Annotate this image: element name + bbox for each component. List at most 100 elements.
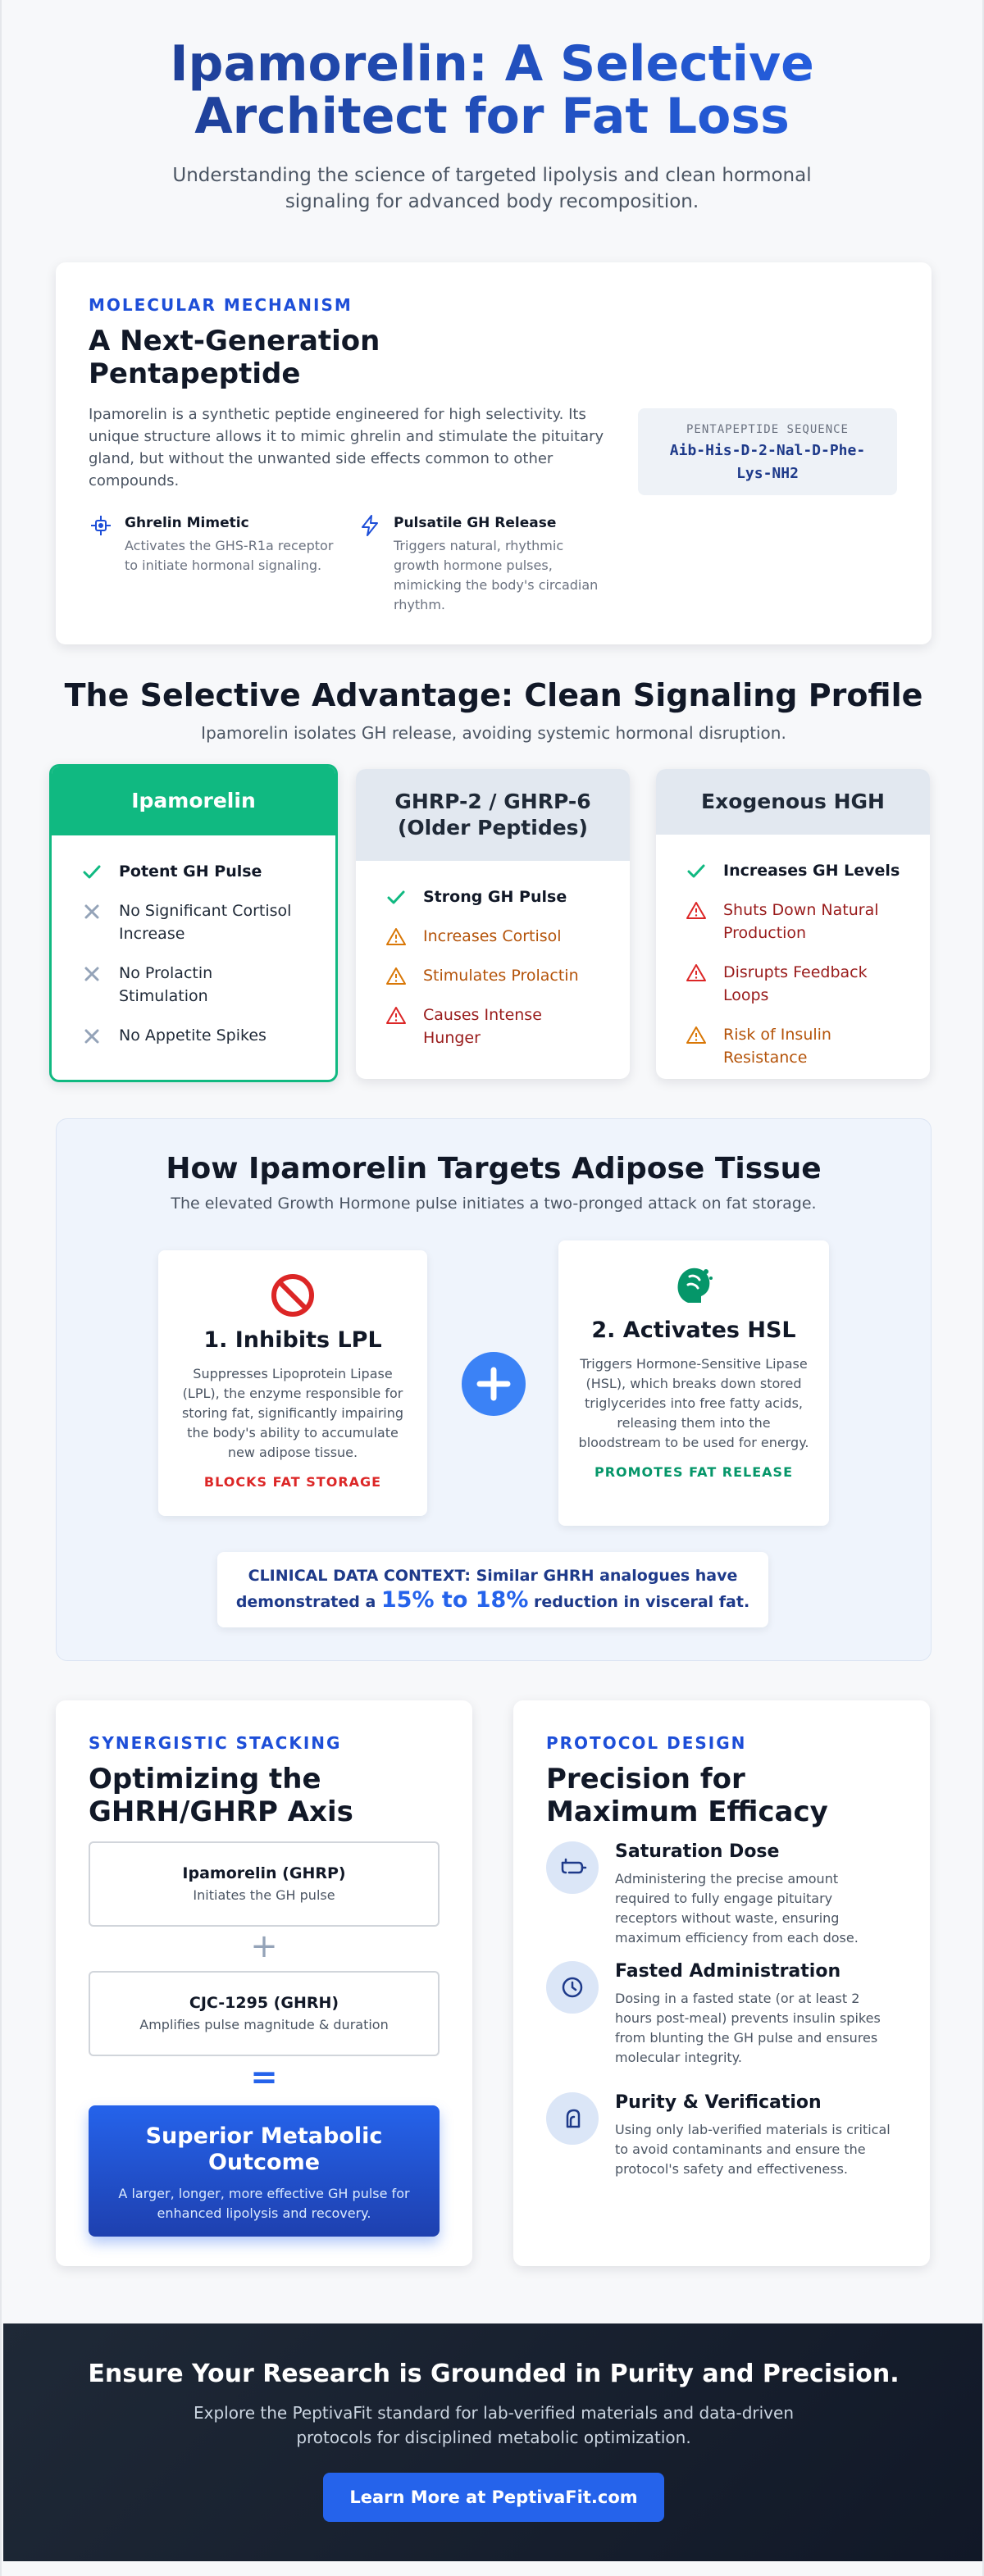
item-text: No Appetite Spikes	[119, 1026, 266, 1045]
item-text: Stimulates Prolactin	[423, 967, 579, 985]
item-text: Shuts Down Natural Production	[723, 901, 879, 942]
outcome-desc: A larger, longer, more effective GH puls…	[118, 2186, 410, 2221]
warning-icon	[386, 928, 406, 945]
mechanism-eyebrow: MOLECULAR MECHANISM	[89, 295, 353, 315]
clinical-suffix: reduction in visceral fat.	[534, 1593, 750, 1611]
protocol-item-title: Purity & Verification	[615, 2092, 822, 2113]
item-text: Increases Cortisol	[423, 927, 562, 945]
adipose-section: How Ipamorelin Targets Adipose Tissue Th…	[56, 1118, 932, 1661]
hero-subtitle: Understanding the science of targeted li…	[172, 165, 812, 212]
footer-cta: Ensure Your Research is Grounded in Puri…	[3, 2323, 982, 2561]
protocol-card: PROTOCOL DESIGN Precision for Maximum Ef…	[513, 1700, 930, 2266]
protocol-item-desc: Using only lab-verified materials is cri…	[615, 2122, 891, 2177]
clinical-prefix: CLINICAL DATA CONTEXT: Similar GHRH anal…	[235, 1567, 738, 1611]
stack-box-title: CJC-1295 (GHRH)	[189, 1994, 339, 2012]
mechanism-desc: Triggers Hormone-Sensitive Lipase (HSL),…	[578, 1356, 809, 1450]
footer-subtitle: Explore the PeptivaFit standard for lab-…	[193, 2403, 794, 2447]
alert-icon	[386, 1007, 406, 1024]
plus-sign: +	[250, 1927, 278, 1965]
mechanism-desc: Suppresses Lipoprotein Lipase (LPL), the…	[181, 1366, 404, 1460]
mechanism-title: 1. Inhibits LPL	[203, 1327, 382, 1353]
list-item: No Appetite Spikes	[81, 1024, 306, 1047]
check-icon	[387, 890, 405, 904]
item-text: Risk of Insulin Resistance	[723, 1026, 831, 1067]
protocol-eyebrow: PROTOCOL DESIGN	[546, 1733, 747, 1753]
compare-list: Potent GH Pulse No Significant Cortisol …	[52, 835, 335, 1047]
protocol-title: Precision for Maximum Efficacy	[546, 1763, 828, 1828]
compare-card-hgh: Exogenous HGH Increases GH Levels Shuts …	[656, 769, 930, 1079]
item-text: Potent GH Pulse	[119, 862, 262, 881]
item-text: Strong GH Pulse	[423, 888, 567, 906]
outcome-box: Superior Metabolic Outcome A larger, lon…	[89, 2105, 440, 2237]
stack-box-cjc: CJC-1295 (GHRH) Amplifies pulse magnitud…	[89, 1971, 440, 2056]
clinical-highlight: 15% to 18%	[380, 1587, 529, 1613]
warning-icon	[686, 1026, 706, 1044]
stacking-title: Optimizing the GHRH/GHRP Axis	[89, 1763, 353, 1828]
mechanism-body: Ipamorelin is a synthetic peptide engine…	[89, 406, 604, 489]
list-item: Stimulates Prolactin	[385, 964, 600, 987]
adipose-subtitle: The elevated Growth Hormone pulse initia…	[171, 1195, 817, 1213]
list-item: No Prolactin Stimulation	[81, 962, 306, 1008]
clinical-context: CLINICAL DATA CONTEXT: Similar GHRH anal…	[217, 1552, 768, 1627]
hero: Ipamorelin: A Selective Architect for Fa…	[2, 0, 982, 215]
list-item: Shuts Down Natural Production	[686, 899, 900, 944]
sequence-value: Aib-His-D-2-Nal-D-Phe-Lys-NH2	[669, 442, 866, 482]
lightning-icon	[362, 515, 378, 536]
prohibited-icon	[271, 1274, 314, 1317]
item-text: Disrupts Feedback Loops	[723, 963, 868, 1004]
feature-title: Ghrelin Mimetic	[125, 515, 249, 531]
compare-head: GHRP-2 / GHRP-6 (Older Peptides)	[356, 769, 630, 861]
mechanism-tag: BLOCKS FAT STORAGE	[203, 1474, 382, 1490]
adipose-title: How Ipamorelin Targets Adipose Tissue	[166, 1152, 822, 1186]
compare-list: Increases GH Levels Shuts Down Natural P…	[656, 835, 930, 1069]
protocol-item-title: Saturation Dose	[615, 1841, 780, 1862]
mechanism-card-lpl: 1. Inhibits LPL Suppresses Lipoprotein L…	[158, 1250, 427, 1516]
selective-title: The Selective Advantage: Clean Signaling…	[64, 677, 923, 713]
compare-card-ipamorelin: Ipamorelin Potent GH Pulse No Significan…	[49, 764, 338, 1082]
stacking-card: SYNERGISTIC STACKING Optimizing the GHRH…	[56, 1700, 472, 2266]
hero-title: Ipamorelin: A Selective Architect for Fa…	[41, 38, 943, 143]
stacking-eyebrow: SYNERGISTIC STACKING	[89, 1733, 342, 1753]
feature-desc: Triggers natural, rhythmic growth hormon…	[394, 538, 599, 612]
compare-card-ghrp: GHRP-2 / GHRP-6 (Older Peptides) Strong …	[356, 769, 630, 1079]
flask-icon	[546, 2092, 599, 2145]
feature-title: Pulsatile GH Release	[394, 515, 557, 531]
list-item: No Significant Cortisol Increase	[81, 899, 306, 945]
molecule-icon	[91, 516, 111, 535]
x-icon	[84, 904, 99, 919]
stack-box-title: Ipamorelin (GHRP)	[182, 1864, 346, 1882]
compare-head: Ipamorelin	[52, 767, 335, 835]
stack-box-desc: Amplifies pulse magnitude & duration	[139, 2017, 389, 2032]
list-item: Risk of Insulin Resistance	[686, 1023, 900, 1069]
check-icon	[83, 865, 101, 879]
x-icon	[84, 967, 99, 981]
syringe-icon	[546, 1841, 599, 1894]
mechanism-card: MOLECULAR MECHANISM A Next-Generation Pe…	[56, 262, 932, 644]
stack-box-desc: Initiates the GH pulse	[193, 1887, 335, 1903]
list-item: Causes Intense Hunger	[385, 1004, 600, 1049]
feature-desc: Activates the GHS-R1a receptor to initia…	[125, 538, 334, 573]
compare-list: Strong GH Pulse Increases Cortisol Stimu…	[356, 861, 630, 1049]
protocol-item-desc: Dosing in a fasted state (or at least 2 …	[615, 1991, 881, 2065]
mechanism-title: A Next-Generation Pentapeptide	[89, 325, 380, 390]
sequence-box: PENTAPEPTIDE SEQUENCE Aib-His-D-2-Nal-D-…	[638, 408, 897, 495]
list-item: Potent GH Pulse	[81, 860, 306, 883]
selective-subtitle: Ipamorelin isolates GH release, avoiding…	[201, 723, 786, 743]
equals-sign: =	[250, 2059, 278, 2096]
mechanism-tag: PROMOTES FAT RELEASE	[594, 1464, 794, 1480]
stack-box-ipamorelin: Ipamorelin (GHRP) Initiates the GH pulse	[89, 1841, 440, 1927]
learn-more-button[interactable]: Learn More at PeptivaFit.com	[323, 2473, 664, 2522]
protocol-item-desc: Administering the precise amount require…	[615, 1871, 859, 1946]
protocol-item-title: Fasted Administration	[615, 1961, 841, 1982]
plus-icon	[462, 1352, 526, 1416]
x-icon	[84, 1029, 99, 1044]
check-icon	[687, 864, 705, 878]
alert-icon	[686, 902, 706, 919]
sequence-label: PENTAPEPTIDE SEQUENCE	[686, 423, 849, 436]
footer-title: Ensure Your Research is Grounded in Puri…	[88, 2360, 900, 2388]
warning-icon	[386, 967, 406, 985]
outcome-title: Superior Metabolic Outcome	[145, 2123, 383, 2175]
list-item: Increases GH Levels	[686, 859, 900, 882]
item-text: Causes Intense Hunger	[423, 1006, 542, 1047]
